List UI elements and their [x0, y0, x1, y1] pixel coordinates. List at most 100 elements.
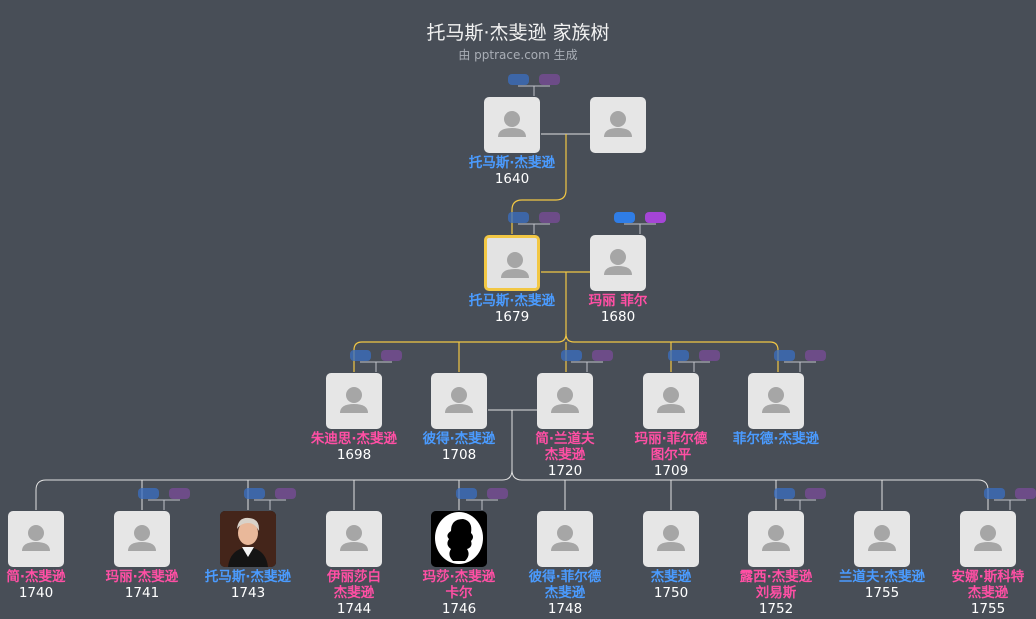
expand-mother-toggle[interactable] [699, 350, 720, 361]
person-birth-year: 1720 [547, 463, 583, 479]
expand-father-toggle[interactable] [350, 350, 371, 361]
expand-mother-toggle[interactable] [1015, 488, 1036, 499]
person-name[interactable]: 安娜·斯科特 杰斐逊 [951, 569, 1025, 601]
person-name[interactable]: 露西·杰斐逊 刘易斯 [739, 569, 813, 601]
person-birth-year: 1708 [441, 447, 477, 463]
expand-father-toggle[interactable] [508, 212, 529, 223]
expand-father-toggle[interactable] [984, 488, 1005, 499]
person-name[interactable]: 简·兰道夫 杰斐逊 [535, 431, 595, 463]
person-name[interactable]: 简·杰斐逊 [6, 569, 66, 585]
person-icon [537, 373, 593, 429]
expand-father-toggle[interactable] [244, 488, 265, 499]
person-avatar-card[interactable] [484, 235, 540, 291]
expand-father-toggle[interactable] [614, 212, 635, 223]
person-avatar-card[interactable] [537, 511, 593, 567]
person-avatar-card[interactable] [854, 511, 910, 567]
person-icon [590, 235, 646, 291]
person-avatar-card[interactable] [431, 373, 487, 429]
expand-mother-toggle[interactable] [539, 212, 560, 223]
person-icon [326, 511, 382, 567]
person-icon [643, 511, 699, 567]
person-birth-year: 1752 [758, 601, 794, 617]
person-avatar-card[interactable] [484, 97, 540, 153]
person-name[interactable]: 杰斐逊 [650, 569, 692, 585]
person-icon [748, 511, 804, 567]
person-avatar-card[interactable] [590, 235, 646, 291]
person-avatar-card[interactable] [590, 97, 646, 153]
expand-father-toggle[interactable] [456, 488, 477, 499]
person-birth-year: 1743 [230, 585, 266, 601]
expand-father-toggle[interactable] [561, 350, 582, 361]
person-icon [8, 511, 64, 567]
person-icon [537, 511, 593, 567]
person-name[interactable]: 托马斯·杰斐逊 [468, 155, 556, 171]
expand-father-toggle[interactable] [138, 488, 159, 499]
person-avatar-card[interactable] [643, 511, 699, 567]
person-name[interactable]: 玛丽 菲尔 [588, 293, 648, 309]
expand-father-toggle[interactable] [508, 74, 529, 85]
person-avatar-card[interactable] [643, 373, 699, 429]
person-avatar-card[interactable] [748, 511, 804, 567]
person-name[interactable]: 彼得·杰斐逊 [422, 431, 496, 447]
person-name[interactable]: 兰道夫·杰斐逊 [838, 569, 926, 585]
expand-mother-toggle[interactable] [645, 212, 666, 223]
expand-father-toggle[interactable] [774, 488, 795, 499]
person-birth-year: 1679 [494, 309, 530, 325]
person-name[interactable]: 托马斯·杰斐逊 [468, 293, 556, 309]
person-icon [643, 373, 699, 429]
page-subtitle: 由 pptrace.com 生成 [458, 48, 578, 62]
silhouette-image [431, 511, 487, 567]
expand-father-toggle[interactable] [668, 350, 689, 361]
expand-mother-toggle[interactable] [539, 74, 560, 85]
person-name[interactable]: 伊丽莎白 杰斐逊 [327, 569, 381, 601]
expand-mother-toggle[interactable] [487, 488, 508, 499]
person-avatar-card[interactable] [960, 511, 1016, 567]
person-name[interactable]: 朱迪思·杰斐逊 [310, 431, 398, 447]
person-avatar-card[interactable] [537, 373, 593, 429]
person-icon [484, 97, 540, 153]
person-birth-year: 1755 [970, 601, 1006, 617]
person-birth-year: 1709 [653, 463, 689, 479]
person-photo[interactable] [431, 511, 487, 567]
expand-mother-toggle[interactable] [805, 350, 826, 361]
person-icon [590, 97, 646, 153]
person-birth-year: 1740 [18, 585, 54, 601]
person-icon [748, 373, 804, 429]
expand-mother-toggle[interactable] [805, 488, 826, 499]
expand-father-toggle[interactable] [774, 350, 795, 361]
portrait-image [220, 511, 276, 567]
person-icon [487, 238, 537, 288]
person-name[interactable]: 彼得·菲尔德 杰斐逊 [528, 569, 602, 601]
person-icon [960, 511, 1016, 567]
person-icon [431, 373, 487, 429]
person-icon [114, 511, 170, 567]
person-photo[interactable] [220, 511, 276, 567]
person-birth-year: 1698 [336, 447, 372, 463]
person-birth-year: 1744 [336, 601, 372, 617]
person-avatar-card[interactable] [114, 511, 170, 567]
person-birth-year: 1680 [600, 309, 636, 325]
person-birth-year: 1755 [864, 585, 900, 601]
expand-mother-toggle[interactable] [381, 350, 402, 361]
person-birth-year: 1748 [547, 601, 583, 617]
person-icon [854, 511, 910, 567]
person-avatar-card[interactable] [748, 373, 804, 429]
page-title: 托马斯·杰斐逊 家族树 [426, 22, 610, 44]
person-avatar-card[interactable] [326, 511, 382, 567]
person-birth-year: 1640 [494, 171, 530, 187]
person-birth-year: 1750 [653, 585, 689, 601]
person-birth-year: 1741 [124, 585, 160, 601]
person-name[interactable]: 菲尔德·杰斐逊 [732, 431, 820, 447]
expand-mother-toggle[interactable] [169, 488, 190, 499]
person-name[interactable]: 玛丽·菲尔德 图尔平 [634, 431, 708, 463]
expand-mother-toggle[interactable] [275, 488, 296, 499]
person-name[interactable]: 玛莎·杰斐逊 卡尔 [422, 569, 496, 601]
person-avatar-card[interactable] [326, 373, 382, 429]
person-avatar-card[interactable] [8, 511, 64, 567]
expand-mother-toggle[interactable] [592, 350, 613, 361]
person-birth-year: 1746 [441, 601, 477, 617]
person-icon [326, 373, 382, 429]
person-name[interactable]: 玛丽·杰斐逊 [105, 569, 179, 585]
person-name[interactable]: 托马斯·杰斐逊 [204, 569, 292, 585]
